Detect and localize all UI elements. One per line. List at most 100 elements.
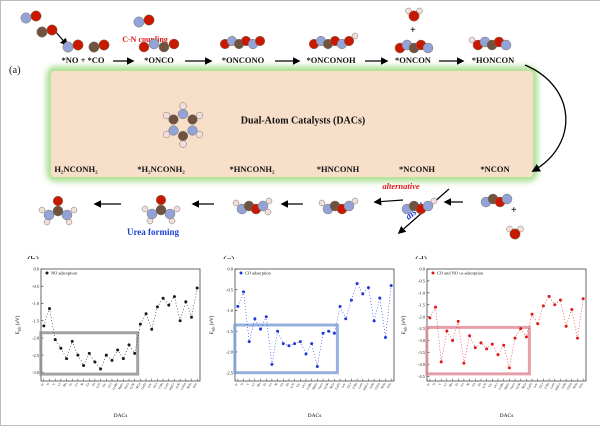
urea-forming-label: Urea forming [126,227,180,237]
svg-text:-1.5: -1.5 [32,318,40,323]
svg-text:MnCo: MnCo [168,382,175,391]
cn-coupling-label: C-N coupling [122,35,168,44]
svg-text:VMn: VMn [157,382,164,390]
svg-text:VCr: VCr [493,382,499,389]
svg-text:FeNi: FeNi [175,382,182,389]
svg-text:V: V [51,381,56,386]
svg-text:Co: Co [74,382,79,387]
svg-text:ScV: ScV [533,381,539,388]
svg-text:CrFe: CrFe [163,382,170,390]
svg-text:Cu: Cu [471,382,476,387]
svg-text:Ni: Ni [79,382,84,387]
species-onco: *ONCO [144,55,174,65]
species-no-co: *NO + *CO [61,55,105,65]
svg-text:FeNi: FeNi [561,382,568,389]
svg-text:Cu: Cu [279,382,284,387]
svg-text:-3.0: -3.0 [418,338,426,343]
species-honcon: *HONCON [471,55,515,65]
molecule-urea [38,195,78,226]
molecule-no-start [20,10,42,24]
svg-text:Cr: Cr [443,382,448,387]
svg-text:DACs: DACs [308,413,322,419]
svg-text:Zn: Zn [285,382,290,387]
species-urea-ads: *H₂NCONH₂ [137,164,185,174]
svg-text:TiFe: TiFe [578,382,585,389]
svg-text:Fe: Fe [454,382,459,387]
molecule-oncon [394,39,434,54]
svg-text:DACs: DACs [500,413,514,419]
svg-text:-4.5: -4.5 [418,374,426,379]
molecule-water-top [405,7,423,22]
plus-sign-top: + [410,25,416,36]
svg-text:CuZn: CuZn [140,382,147,391]
svg-text:TiFe: TiFe [386,382,393,389]
alternative-label: alternative [382,181,420,191]
svg-text:CuZn: CuZn [526,382,533,391]
svg-text:Mn: Mn [256,382,262,388]
svg-text:NiZn: NiZn [380,382,387,390]
svg-text:CrFe: CrFe [357,382,364,390]
svg-text:0.0: 0.0 [34,267,40,272]
svg-text:-2.0: -2.0 [418,314,426,319]
svg-text:Mn: Mn [62,382,68,388]
molecule-no-adsorbed [62,39,84,53]
svg-text:-0.5: -0.5 [32,284,40,289]
species-nconh: *NCONH [399,164,435,174]
panel-label-a: (a) [9,65,21,76]
svg-text:TiV: TiV [101,381,107,388]
svg-text:-3.0: -3.0 [32,370,40,375]
svg-text:Zn: Zn [477,382,482,387]
svg-text:NO adsorption: NO adsorption [51,271,78,276]
molecule-onco [138,38,180,53]
svg-text:Ni: Ni [273,382,278,387]
svg-text:Mn: Mn [448,382,454,388]
svg-text:TiCr: TiCr [538,382,544,389]
svg-text:MnFe: MnFe [117,382,124,391]
svg-text:Zn: Zn [91,382,96,387]
svg-text:CoNi: CoNi [323,382,330,390]
svg-text:VMn: VMn [351,382,358,390]
svg-text:Sc: Sc [40,382,45,387]
svg-text:CoNi: CoNi [129,382,136,390]
svg-text:VCr: VCr [107,382,113,389]
svg-text:-0.5: -0.5 [418,279,426,284]
plus-sign-bottom: + [511,205,517,216]
species-onconoh: *ONCONOH [306,55,356,65]
svg-text:Sc: Sc [426,382,431,387]
molecule-hnconh2 [232,197,273,216]
molecule-dac-cluster [162,102,204,148]
svg-text:-4.0: -4.0 [418,362,426,367]
svg-text:NiZn: NiZn [186,382,193,390]
species-oncono: *ONCONO [221,55,265,65]
svg-text:TiV: TiV [295,381,301,388]
species-urea: H₂NCONH₂ [54,164,98,174]
svg-text:Eads (eV): Eads (eV) [400,315,407,334]
dac-catalyst-box [49,69,535,179]
molecule-water-bottom [506,225,524,240]
svg-text:VMn: VMn [543,382,550,390]
dac-box-title: Dual-Atom Catalysts (DACs) [240,115,366,127]
svg-text:Ni: Ni [465,382,470,387]
svg-text:VCr: VCr [301,382,307,389]
molecule-urea-adsorbed [141,194,181,225]
svg-text:NiCu: NiCu [329,382,336,390]
svg-text:CO adsorption: CO adsorption [245,271,272,276]
svg-text:-2.5: -2.5 [418,326,426,331]
svg-text:-1.0: -1.0 [32,301,40,306]
svg-text:Cu: Cu [85,382,90,387]
svg-text:Fe: Fe [68,382,73,387]
svg-text:MnCo: MnCo [554,382,561,391]
svg-text:-1.5: -1.5 [418,302,426,307]
svg-text:DACs: DACs [114,413,128,419]
species-ncon: *NCON [480,164,510,174]
svg-text:CoCu: CoCu [374,382,381,391]
svg-text:MnFe: MnFe [503,382,510,391]
species-hnconh2: *HNCONH₂ [229,164,275,174]
svg-text:V: V [245,381,250,386]
svg-text:Cr: Cr [251,382,256,387]
molecule-oncono [219,35,266,50]
svg-text:-1.0: -1.0 [226,308,234,313]
svg-text:V: V [437,381,442,386]
species-hnconh: *HNCONH [316,164,360,174]
